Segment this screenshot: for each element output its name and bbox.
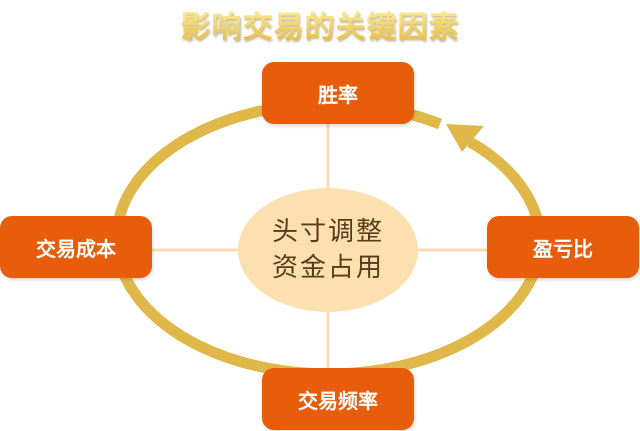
node-profit-loss-ratio: 盈亏比 <box>487 216 639 278</box>
node-win-rate: 胜率 <box>262 62 414 124</box>
node-trading-frequency: 交易频率 <box>262 368 414 430</box>
center-line-1: 头寸调整 <box>271 217 384 247</box>
node-trading-cost: 交易成本 <box>0 216 152 278</box>
center-node: 头寸调整 资金占用 <box>238 188 418 312</box>
arrow-head-icon <box>446 124 484 152</box>
center-ellipse <box>238 188 418 312</box>
diagram-title: 影响交易的关键因素 <box>0 2 640 46</box>
center-line-2: 资金占用 <box>271 253 384 283</box>
